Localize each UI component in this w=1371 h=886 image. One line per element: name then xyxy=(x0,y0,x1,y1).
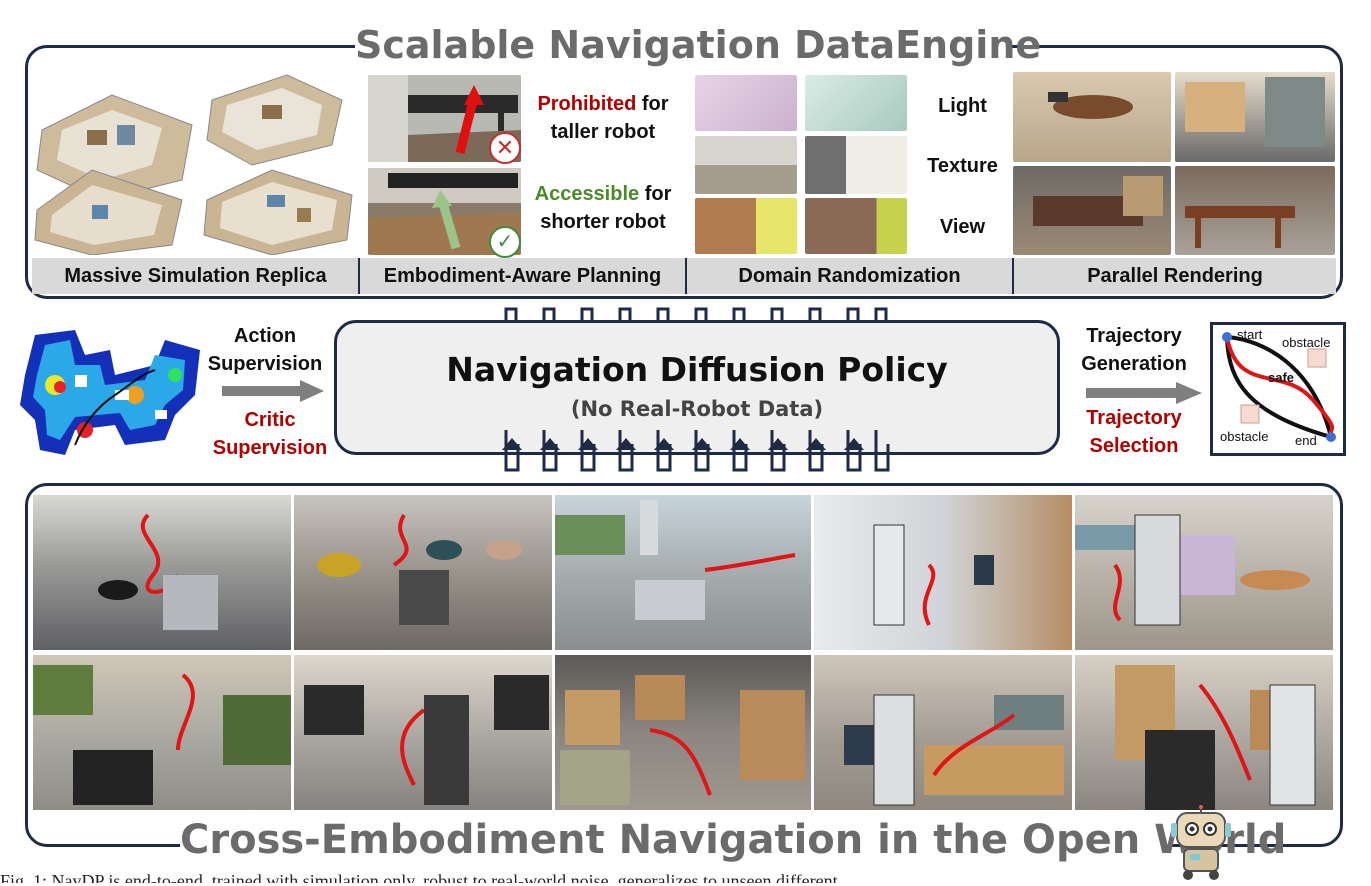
obstacle-label-top: obstacle xyxy=(1282,335,1331,350)
render-image-2 xyxy=(1175,72,1335,162)
obstacle-label-bottom: obstacle xyxy=(1220,429,1269,444)
critic-supervision-label: Critic Supervision xyxy=(205,406,335,462)
render-image-4 xyxy=(1175,166,1335,255)
accessible-for: for xyxy=(639,183,672,205)
taller-robot-text: taller robot xyxy=(550,121,656,143)
prohibited-word: Prohibited xyxy=(537,93,637,115)
rand-thumb-1 xyxy=(695,75,797,131)
open-world-title: Cross-Embodiment Navigation in the Open … xyxy=(180,812,1286,868)
accessible-check-icon: ✓ xyxy=(489,226,521,258)
deploy-photo-2 xyxy=(294,495,552,650)
deploy-photo-3 xyxy=(555,495,811,650)
render-image-1 xyxy=(1013,72,1171,162)
action-word: Action xyxy=(233,325,297,347)
figure-caption: Fig. 1: NavDP is end-to-end, trained wit… xyxy=(0,871,838,883)
section-parallel-rendering: Parallel Rendering xyxy=(1014,258,1336,294)
data-flow-arrows-bottom xyxy=(500,430,890,476)
generation-word: Generation xyxy=(1081,353,1187,375)
shorter-robot-text: shorter robot xyxy=(540,211,666,233)
selection-word: Selection xyxy=(1089,435,1179,457)
section-divider xyxy=(358,258,360,294)
trajectory-diagram: start obstacle safe obstacle end xyxy=(1210,322,1346,456)
accessible-word: Accessible xyxy=(534,183,640,205)
view-label: View xyxy=(939,216,986,238)
light-label: Light xyxy=(938,95,987,117)
rand-thumb-2 xyxy=(805,75,907,131)
accessible-label: Accessible for shorter robot xyxy=(528,180,678,236)
policy-title: Navigation Diffusion Policy xyxy=(446,350,948,389)
render-image-3 xyxy=(1013,166,1171,255)
right-arrow xyxy=(1086,382,1202,404)
rand-thumb-3 xyxy=(695,136,797,194)
prohibited-for: for xyxy=(636,93,669,115)
deploy-photo-7 xyxy=(294,655,552,810)
section-divider xyxy=(1012,258,1014,294)
section-domain-randomization: Domain Randomization xyxy=(687,258,1012,294)
deploy-photo-5 xyxy=(1075,495,1333,650)
deploy-photo-6 xyxy=(33,655,291,810)
action-supervision-label: Action Supervision xyxy=(205,322,325,378)
simulation-replica-images xyxy=(32,70,357,255)
robot-mascot-icon xyxy=(1168,805,1234,881)
texture-label: Texture xyxy=(927,155,998,177)
section-embodiment-planning: Embodiment-Aware Planning xyxy=(360,258,685,294)
left-arrow xyxy=(222,380,324,402)
prohibited-x-icon: ✕ xyxy=(489,132,521,164)
deploy-photo-1 xyxy=(33,495,291,650)
section-divider xyxy=(685,258,687,294)
deploy-photo-4 xyxy=(814,495,1072,650)
trajectory-sel-word: Trajectory xyxy=(1086,407,1182,429)
deploy-photo-8 xyxy=(555,655,811,810)
section-massive-simulation: Massive Simulation Replica xyxy=(32,258,359,294)
safe-label: safe xyxy=(1268,370,1295,385)
trajectory-selection-label: Trajectory Selection xyxy=(1068,404,1200,460)
rand-thumb-5 xyxy=(695,198,797,254)
deploy-photo-10 xyxy=(1075,655,1333,810)
trajectory-word: Trajectory xyxy=(1086,325,1182,347)
rand-thumb-4 xyxy=(805,136,907,194)
prohibited-label: Prohibited for taller robot xyxy=(528,90,678,146)
critic-word: Critic xyxy=(244,409,296,431)
start-label: start xyxy=(1237,327,1263,342)
critic-heatmap-map xyxy=(15,325,205,460)
data-flow-arrows-top xyxy=(500,305,890,327)
deploy-photo-9 xyxy=(814,655,1072,810)
policy-subtitle: (No Real-Robot Data) xyxy=(570,397,824,421)
data-engine-title: Scalable Navigation DataEngine xyxy=(355,22,1042,68)
rand-thumb-6 xyxy=(805,198,907,254)
critic-supervision-word: Supervision xyxy=(212,437,328,459)
trajectory-generation-label: Trajectory Generation xyxy=(1068,322,1200,378)
supervision-word: Supervision xyxy=(207,353,323,375)
end-label: end xyxy=(1295,433,1317,448)
